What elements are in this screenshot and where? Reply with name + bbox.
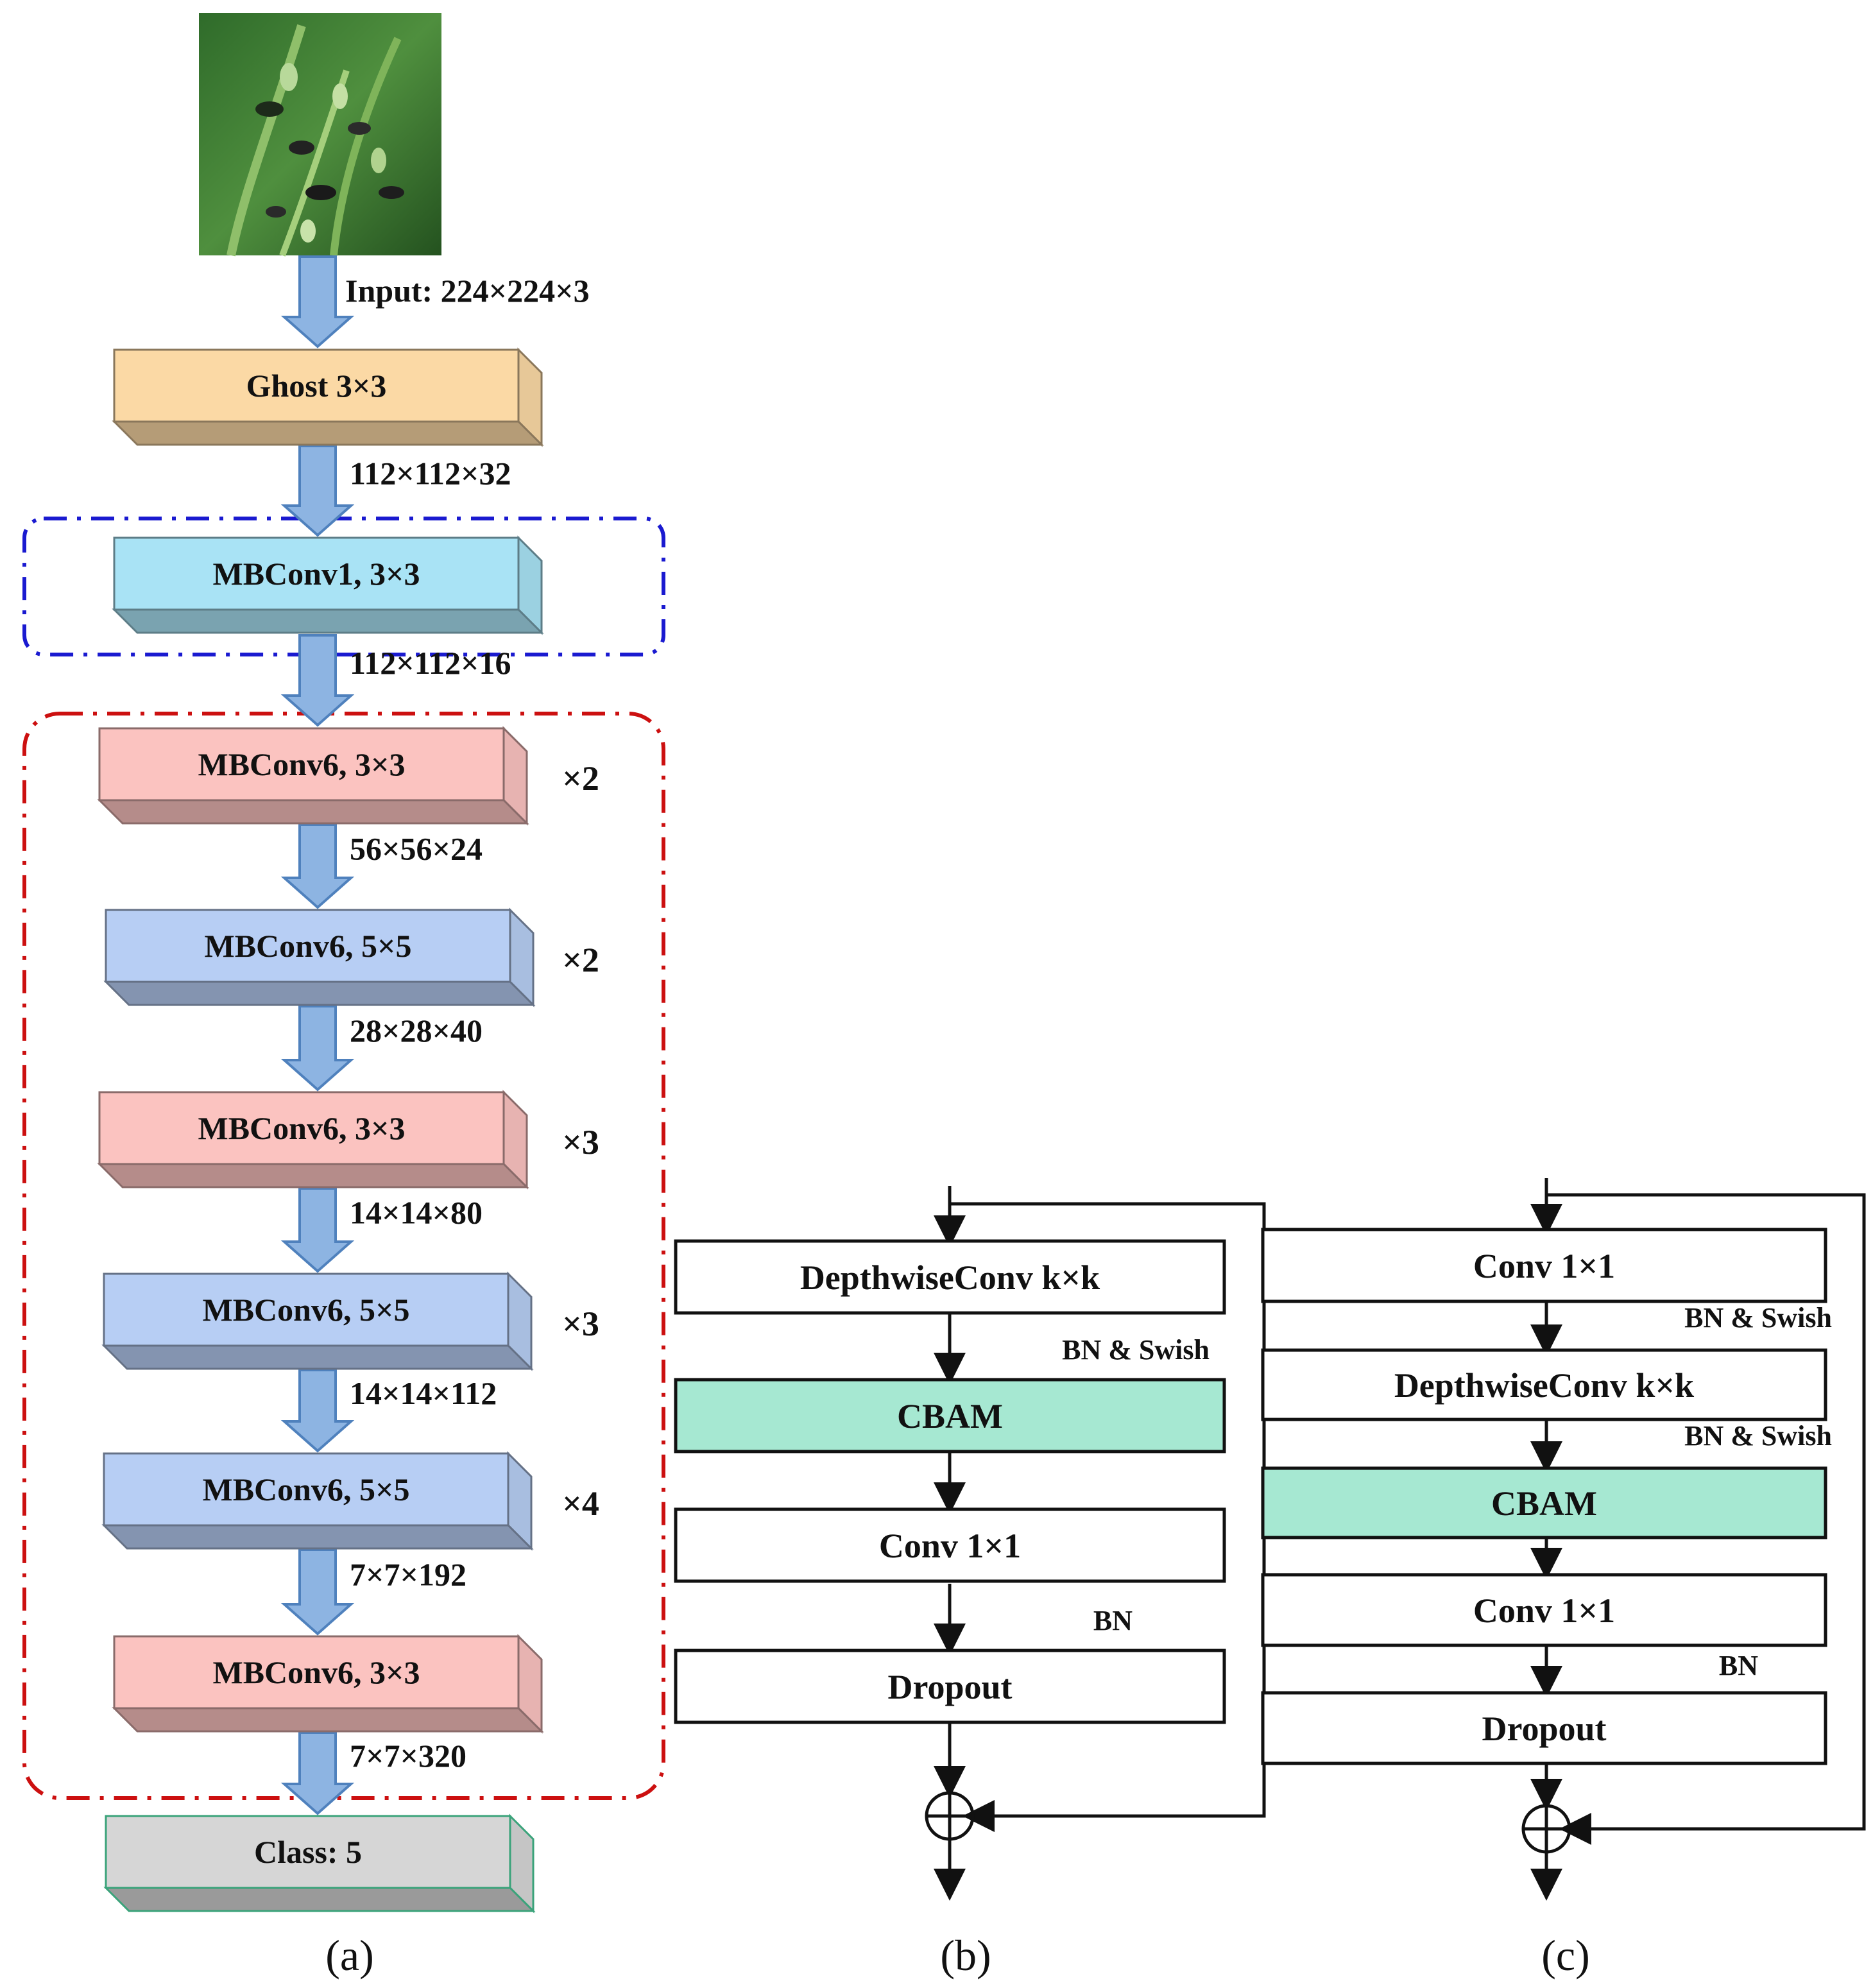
block-5: MBConv6, 3×3 ×3 (97, 1090, 599, 1190)
caption-a: (a) (325, 1931, 373, 1980)
b-layer-label: Conv 1×1 (879, 1527, 1021, 1565)
block-bottom-face (101, 1344, 534, 1370)
block-label: MBConv6, 3×3 (198, 746, 406, 782)
b-layer-label: DepthwiseConv k×k (800, 1258, 1100, 1297)
block-bottom-face (103, 1887, 536, 1912)
block-front-face (103, 1272, 509, 1347)
c-layer-box (1261, 1466, 1827, 1539)
repeat-count: ×3 (562, 1305, 599, 1343)
block-label: MBConv6, 5×5 (203, 1292, 410, 1328)
c-layer-label: CBAM (1491, 1484, 1597, 1523)
block-1: Ghost 3×3 (112, 347, 544, 447)
block-bottom-face (112, 608, 544, 634)
block-label: MBConv6, 3×3 (198, 1110, 406, 1146)
block-3: MBConv6, 3×3 ×2 (97, 726, 599, 826)
block-label: MBConv1, 3×3 (213, 556, 420, 592)
flow-arrow (280, 445, 355, 537)
block-2: MBConv1, 3×3 (112, 535, 544, 635)
block-7: MBConv6, 5×5 ×4 (101, 1451, 599, 1551)
block-front-face (98, 1091, 505, 1165)
repeat-count: ×2 (562, 759, 599, 798)
block-bottom-face (103, 981, 536, 1006)
block-bottom-face (97, 1163, 529, 1188)
input-photo (199, 13, 441, 257)
c-annotation-bn-swish-2: BN & Swish (1684, 1420, 1832, 1452)
block-front-face (98, 727, 505, 801)
c-layer-label: DepthwiseConv k×k (1394, 1366, 1694, 1405)
shape-label: 28×28×40 (350, 1013, 483, 1049)
c-annotation-bn: BN (1719, 1650, 1758, 1681)
mbconv1-group-frame (22, 517, 665, 656)
repeat-count: ×3 (562, 1123, 599, 1161)
panel-c (1521, 1178, 1866, 1901)
block-label: Ghost 3×3 (246, 368, 387, 404)
c-layer-label: Conv 1×1 (1473, 1591, 1615, 1630)
block-front-face (105, 909, 511, 983)
block-bottom-face (112, 1707, 544, 1733)
b-annotation-bn: BN (1093, 1605, 1133, 1636)
shape-label: 56×56×24 (350, 831, 483, 867)
block-6: MBConv6, 5×5 ×3 (101, 1271, 599, 1371)
mbconv6-group-frame (22, 712, 665, 1800)
shape-label: 7×7×320 (350, 1738, 466, 1774)
flow-arrow (280, 634, 355, 727)
c-layer-box (1261, 1348, 1827, 1421)
block-bottom-face (97, 799, 529, 825)
block-label: Class: 5 (254, 1834, 362, 1870)
flow-arrow (280, 1731, 355, 1815)
b-layer-box (674, 1239, 1226, 1315)
block-bottom-face (112, 420, 544, 446)
shape-label: 14×14×112 (350, 1375, 497, 1411)
block-front-face (113, 1635, 520, 1710)
b-layer-label: Dropout (887, 1668, 1012, 1706)
c-annotation-bn-swish-1: BN & Swish (1684, 1302, 1832, 1333)
shape-label: 14×14×80 (350, 1195, 483, 1231)
b-layer-box (674, 1507, 1226, 1583)
block-bottom-face (101, 1524, 534, 1550)
block-label: MBConv6, 5×5 (205, 928, 412, 964)
caption-b: (b) (940, 1931, 991, 1980)
c-layer-box (1261, 1691, 1827, 1765)
caption-c: (c) (1541, 1931, 1589, 1980)
b-layer-box (674, 1378, 1226, 1453)
c-layer-label: Conv 1×1 (1473, 1247, 1615, 1285)
block-8: MBConv6, 3×3 (112, 1634, 544, 1734)
shape-label: 112×112×16 (350, 645, 511, 681)
block-front-face (105, 1815, 511, 1889)
c-layer-box (1261, 1228, 1827, 1303)
c-layer-label: Dropout (1482, 1710, 1606, 1748)
flow-arrow (280, 1548, 355, 1636)
flow-arrow (280, 1005, 355, 1092)
block-front-face (103, 1452, 509, 1527)
block-label: MBConv6, 3×3 (213, 1654, 420, 1690)
flow-arrow (280, 1369, 355, 1453)
block-9: Class: 5 (103, 1813, 536, 1914)
block-front-face (113, 348, 520, 423)
b-annotation-bn-swish: BN & Swish (1062, 1334, 1210, 1366)
b-layer-box (674, 1649, 1226, 1724)
repeat-count: ×4 (562, 1484, 599, 1523)
input-shape-label: Input: 224×224×3 (345, 273, 590, 309)
block-front-face (113, 536, 520, 611)
block-label: MBConv6, 5×5 (203, 1471, 410, 1507)
c-layer-box (1261, 1573, 1827, 1647)
b-layer-label: CBAM (897, 1397, 1003, 1435)
flow-arrow (280, 255, 355, 348)
flow-arrow (280, 823, 355, 909)
repeat-count: ×2 (562, 941, 599, 979)
shape-label: 7×7×192 (350, 1557, 466, 1593)
shape-label: 112×112×32 (350, 456, 511, 492)
flow-arrow (280, 1187, 355, 1273)
block-4: MBConv6, 5×5 ×2 (103, 907, 599, 1007)
